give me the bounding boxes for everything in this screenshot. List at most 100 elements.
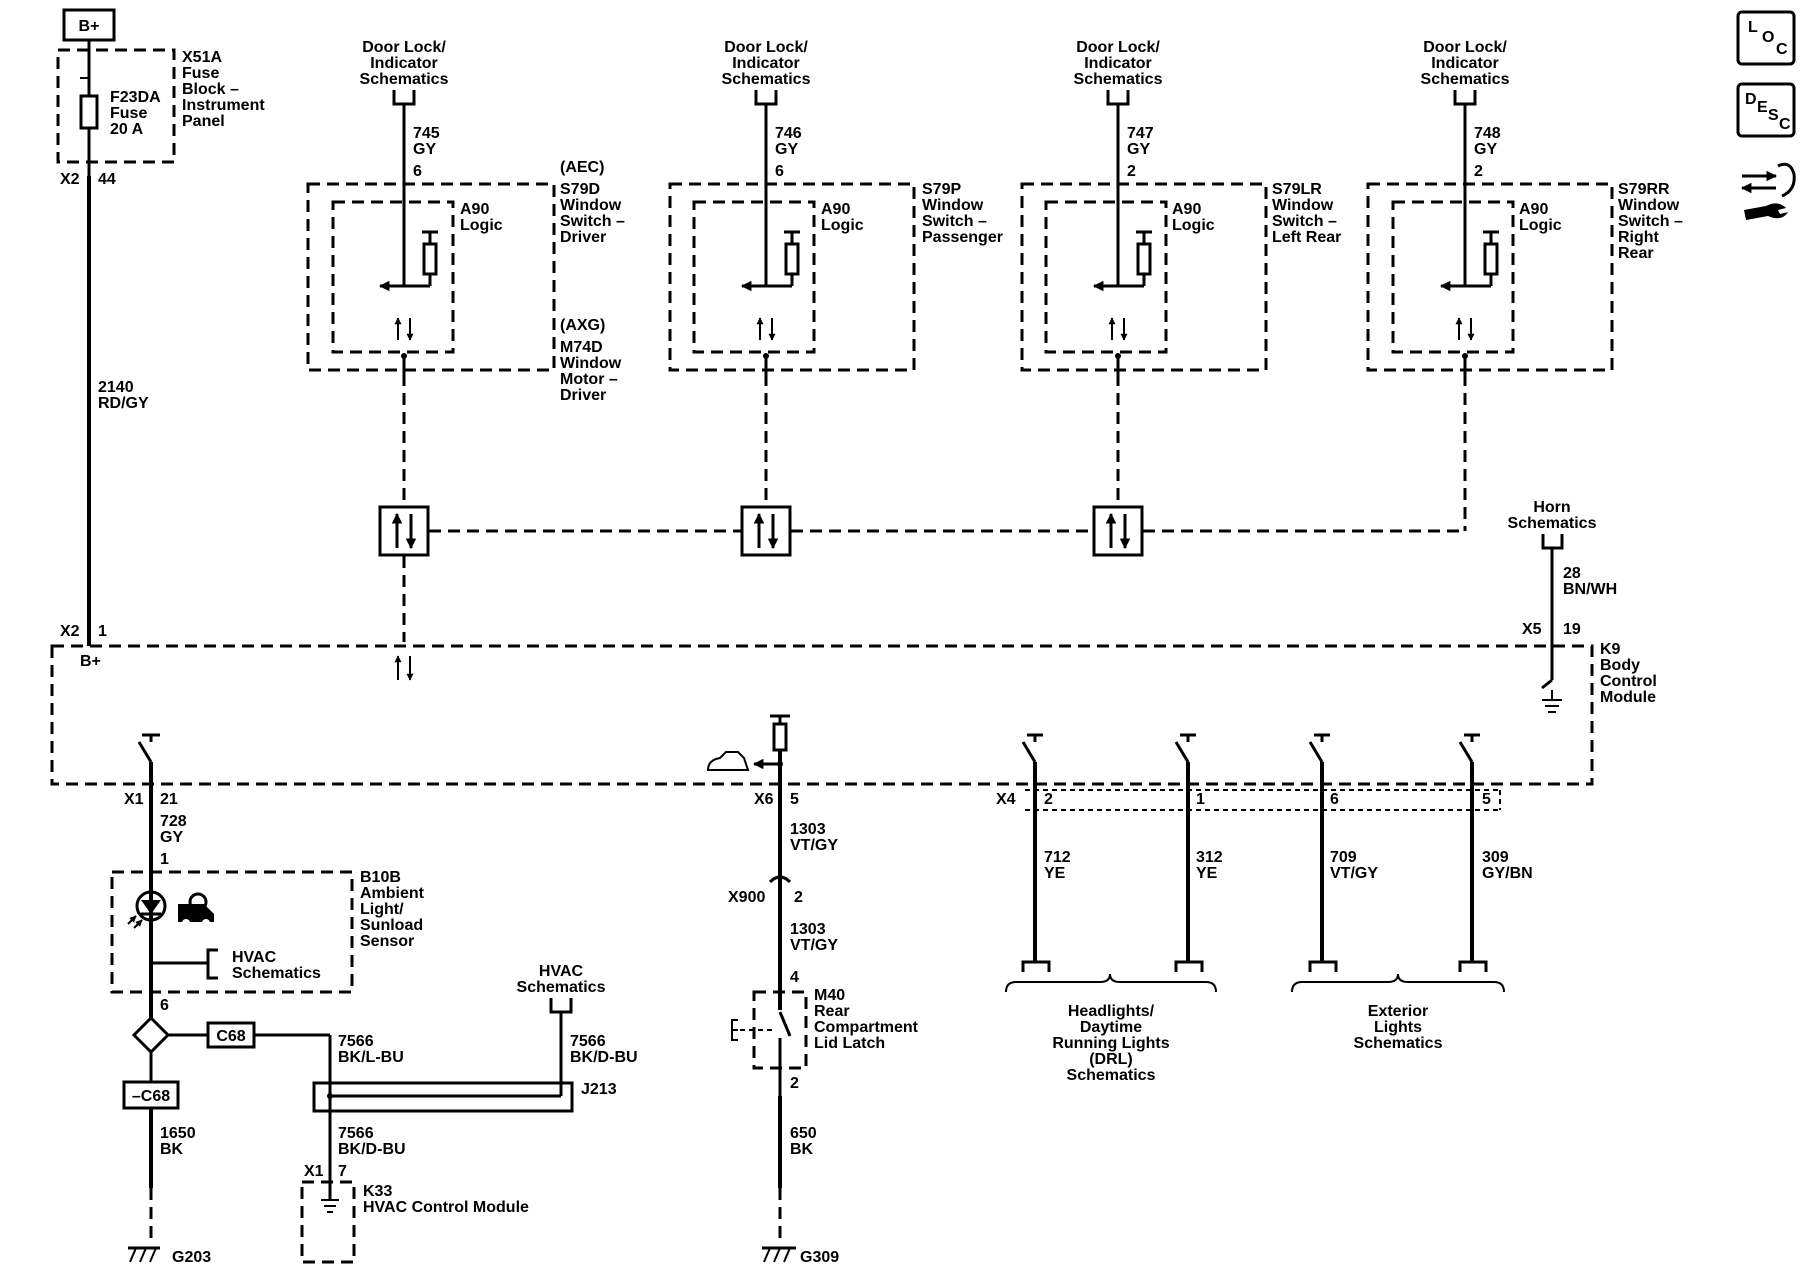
svg-text:Indicator: Indicator — [1431, 55, 1499, 72]
svg-text:Sunload: Sunload — [360, 917, 423, 934]
svg-text:Door Lock/: Door Lock/ — [724, 39, 808, 56]
svg-text:BK/L-BU: BK/L-BU — [338, 1049, 404, 1066]
svg-text:VT/GY: VT/GY — [790, 937, 838, 954]
svg-text:C: C — [1779, 116, 1791, 133]
svg-text:HVAC: HVAC — [232, 949, 277, 966]
svg-text:Window: Window — [922, 197, 984, 214]
svg-text:745: 745 — [413, 125, 440, 142]
svg-text:YE: YE — [1196, 865, 1218, 882]
svg-text:RD/GY: RD/GY — [98, 395, 149, 412]
sunload-sensor-icon — [178, 892, 214, 927]
svg-text:C: C — [1776, 41, 1788, 58]
svg-text:–C68: –C68 — [132, 1088, 170, 1105]
svg-text:2: 2 — [794, 889, 803, 906]
svg-text:Exterior: Exterior — [1368, 1003, 1428, 1020]
svg-text:728: 728 — [160, 813, 187, 830]
svg-text:2140: 2140 — [98, 379, 134, 396]
svg-text:748: 748 — [1474, 125, 1501, 142]
svg-text:S: S — [1768, 107, 1779, 124]
svg-text:X51A: X51A — [182, 49, 222, 66]
window-switch-left-rear: Door Lock/ Indicator Schematics 747 GY 2… — [1020, 39, 1341, 374]
wrench-icon[interactable] — [1744, 203, 1788, 220]
svg-text:A90: A90 — [1172, 201, 1201, 218]
svg-text:Indicator: Indicator — [370, 55, 438, 72]
desc-icon[interactable]: D E S C — [1736, 82, 1796, 138]
svg-text:Indicator: Indicator — [1084, 55, 1152, 72]
window-switch-driver: Door Lock/ Indicator Schematics 745 GY 6… — [306, 39, 625, 404]
svg-text:Window: Window — [560, 197, 622, 214]
svg-text:Fuse: Fuse — [182, 65, 219, 82]
svg-text:Indicator: Indicator — [732, 55, 800, 72]
svg-text:A90: A90 — [1519, 201, 1548, 218]
svg-text:BN/WH: BN/WH — [1563, 581, 1617, 598]
svg-text:709: 709 — [1330, 849, 1357, 866]
svg-text:YE: YE — [1044, 865, 1066, 882]
serial-data-bus — [378, 374, 1467, 681]
svg-text:2: 2 — [1474, 163, 1483, 180]
svg-text:4: 4 — [790, 969, 799, 986]
svg-text:1: 1 — [160, 851, 169, 868]
light-output-1: 2 712 YE — [1021, 733, 1071, 972]
svg-text:X2: X2 — [60, 171, 80, 188]
svg-text:S79D: S79D — [560, 181, 600, 198]
svg-text:D: D — [1745, 91, 1757, 108]
svg-text:(AXG): (AXG) — [560, 317, 605, 334]
svg-text:Light/: Light/ — [360, 901, 404, 918]
svg-text:(AEC): (AEC) — [560, 159, 604, 176]
svg-text:F23DA: F23DA — [110, 89, 161, 106]
left-ground-circuit: C68 7566 BK/L-BU –C68 1650 BK G203 HVAC … — [122, 963, 638, 1266]
svg-text:Schematics: Schematics — [722, 71, 811, 88]
svg-text:Left Rear: Left Rear — [1272, 229, 1341, 246]
svg-text:Right: Right — [1618, 229, 1660, 246]
svg-text:S79P: S79P — [922, 181, 961, 198]
svg-text:GY: GY — [1474, 141, 1497, 158]
swap-arrows-icon[interactable] — [1740, 162, 1796, 198]
svg-text:X2: X2 — [60, 623, 80, 640]
svg-text:2: 2 — [1127, 163, 1136, 180]
svg-text:Rear: Rear — [814, 1003, 850, 1020]
horn-schematics: Horn Schematics 28 BN/WH X5 19 — [1508, 499, 1617, 713]
svg-text:GY: GY — [413, 141, 436, 158]
svg-text:B+: B+ — [80, 653, 101, 670]
svg-text:7566: 7566 — [570, 1033, 606, 1050]
svg-text:6: 6 — [775, 163, 784, 180]
svg-text:Module: Module — [1600, 689, 1656, 706]
svg-text:Logic: Logic — [460, 217, 503, 234]
svg-text:Logic: Logic — [1172, 217, 1215, 234]
svg-text:Daytime: Daytime — [1080, 1019, 1142, 1036]
svg-text:Lights: Lights — [1374, 1019, 1422, 1036]
svg-text:5: 5 — [1482, 791, 1491, 808]
svg-text:J213: J213 — [581, 1081, 617, 1098]
svg-text:HVAC Control Module: HVAC Control Module — [363, 1199, 529, 1216]
svg-text:1: 1 — [98, 623, 107, 640]
fuse-block: F23DA Fuse 20 A X51A Fuse Block – Instru… — [56, 48, 265, 188]
svg-text:Motor –: Motor – — [560, 371, 618, 388]
svg-text:746: 746 — [775, 125, 802, 142]
svg-text:Ambient: Ambient — [360, 885, 425, 902]
svg-text:Schematics: Schematics — [232, 965, 321, 982]
svg-text:VT/GY: VT/GY — [1330, 865, 1378, 882]
svg-text:309: 309 — [1482, 849, 1509, 866]
svg-text:Schematics: Schematics — [1074, 71, 1163, 88]
svg-text:X900: X900 — [728, 889, 765, 906]
ambient-light-sensor-circuit: X1 21 728 GY 1 HVAC Schematics B10B Ambi… — [110, 733, 425, 1030]
svg-text:44: 44 — [98, 171, 116, 188]
svg-text:21: 21 — [160, 791, 178, 808]
svg-text:VT/GY: VT/GY — [790, 837, 838, 854]
data-link-icon — [378, 505, 430, 557]
data-link-icon — [740, 505, 792, 557]
light-outputs: X4 2 712 YE 1 312 YE 6 — [996, 733, 1533, 1084]
svg-text:Window: Window — [1618, 197, 1680, 214]
svg-text:Schematics: Schematics — [517, 979, 606, 996]
headlights-brace — [1005, 973, 1217, 993]
svg-text:Block –: Block – — [182, 81, 239, 98]
light-output-4: 5 309 GY/BN — [1458, 733, 1533, 972]
svg-text:M40: M40 — [814, 987, 845, 1004]
svg-text:Schematics: Schematics — [1067, 1067, 1156, 1084]
loc-icon[interactable]: L O C — [1736, 10, 1796, 66]
svg-text:B+: B+ — [79, 18, 100, 35]
svg-text:BK: BK — [790, 1141, 814, 1158]
svg-text:S79LR: S79LR — [1272, 181, 1322, 198]
svg-text:G309: G309 — [800, 1249, 839, 1266]
